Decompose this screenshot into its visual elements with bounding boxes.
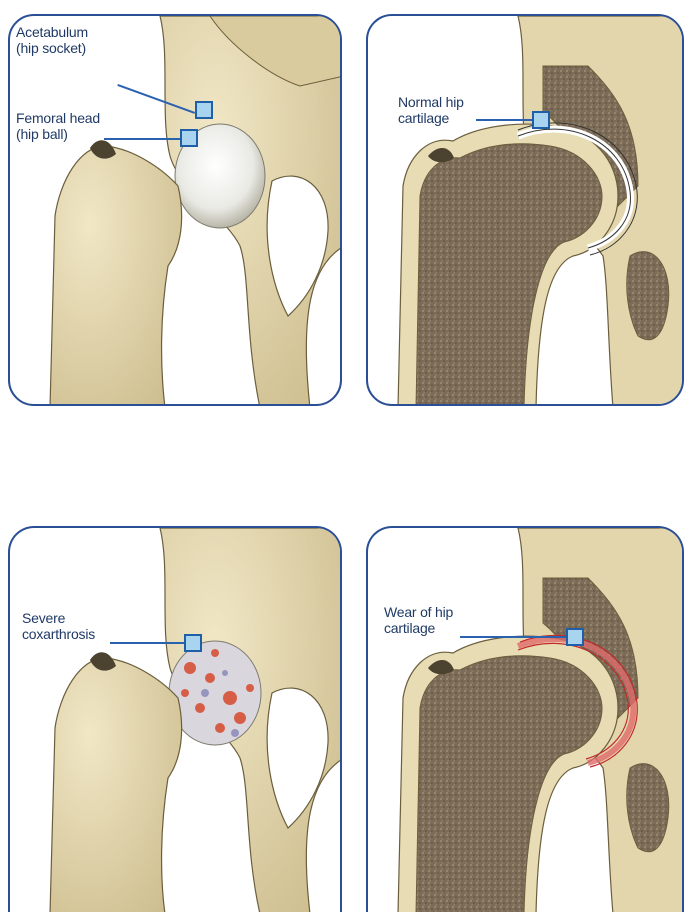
arthritic-hip-section-illustration [368, 528, 684, 912]
coxarthrosis-label-line2: coxarthrosis [22, 626, 95, 642]
normal-cartilage-label-line2: cartilage [398, 110, 449, 126]
healthy-hip-exterior-panel: Acetabulum(hip socket) Femoral head(hip … [8, 14, 342, 406]
coxarthrosis-label-line1: Severe [22, 610, 65, 626]
acetabulum-label: Acetabulum(hip socket) [16, 24, 88, 56]
femoral-head-label-line1: Femoral head [16, 110, 100, 126]
acetabulum-label-line2: (hip socket) [16, 40, 86, 56]
coxarthrosis-leader-line [110, 642, 186, 644]
normal-cartilage-marker [532, 111, 550, 129]
healthy-hip-exterior-illustration [10, 16, 342, 406]
femoral-head-leader-line [104, 138, 186, 140]
femoral-head-marker [180, 129, 198, 147]
worn-cartilage-leader-line [460, 636, 570, 638]
healthy-hip-section-illustration [368, 16, 684, 406]
worn-cartilage-label-line2: cartilage [384, 620, 435, 636]
femoral-head-label-line2: (hip ball) [16, 126, 68, 142]
arthritic-hip-exterior-illustration [10, 528, 342, 912]
normal-cartilage-label-line1: Normal hip [398, 94, 464, 110]
coxarthrosis-marker [184, 634, 202, 652]
femoral-head-label: Femoral head(hip ball) [16, 110, 100, 142]
worn-cartilage-label-line1: Wear of hip [384, 604, 453, 620]
normal-cartilage-leader-line [476, 119, 538, 121]
acetabulum-marker [195, 101, 213, 119]
acetabulum-label-line1: Acetabulum [16, 24, 88, 40]
worn-cartilage-marker [566, 628, 584, 646]
